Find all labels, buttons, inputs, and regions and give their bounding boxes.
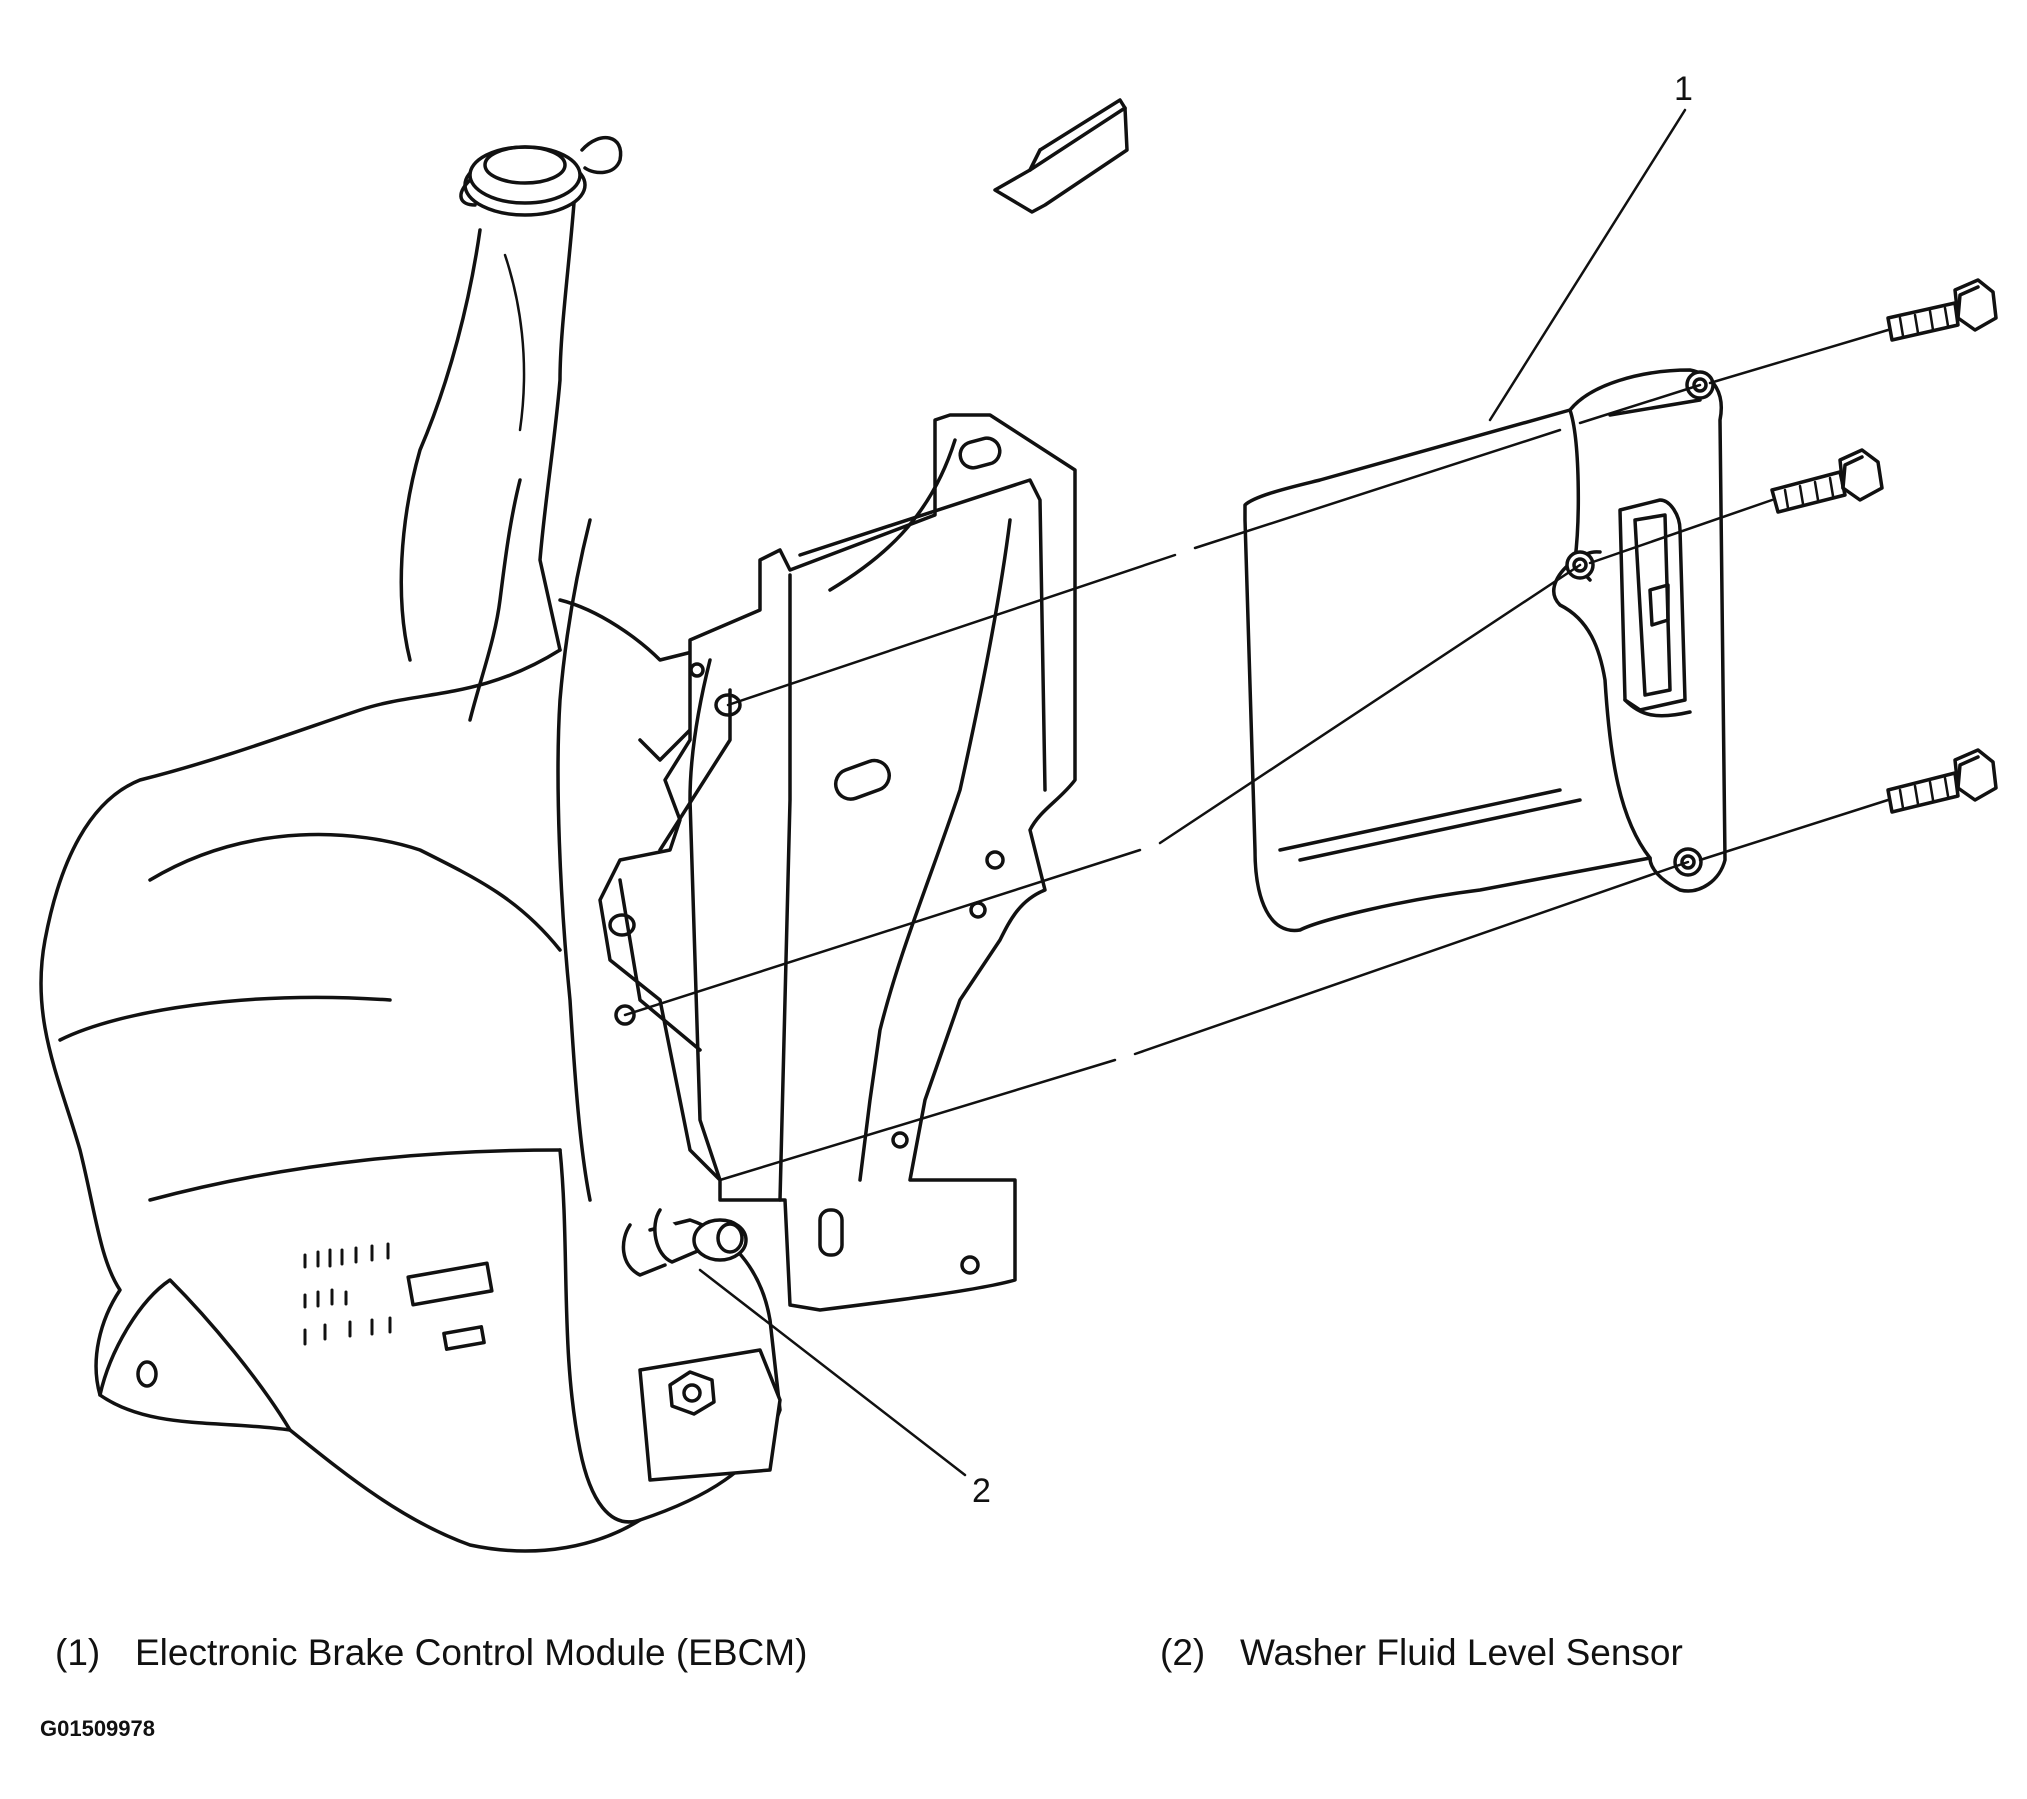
legend-label: Washer Fluid Level Sensor xyxy=(1240,1632,1683,1673)
callout-leader-1 xyxy=(1488,108,1687,422)
legend-number: (2) xyxy=(1160,1632,1206,1673)
ebcm-module xyxy=(1243,368,1727,933)
ebcm-bolt-top xyxy=(1886,278,1998,342)
ebcm-bolt-bottom xyxy=(1886,748,1998,814)
forward-direction-arrow-icon xyxy=(993,98,1129,214)
alignment-lines xyxy=(623,328,1890,1182)
washer-fluid-level-sensor xyxy=(621,1208,748,1277)
legend-item-ebcm: (1) Electronic Brake Control Module (EBCM… xyxy=(55,1632,807,1674)
ebcm-bolt-middle xyxy=(1770,448,1884,514)
legend-number: (1) xyxy=(55,1632,101,1673)
figure-id: G01509978 xyxy=(40,1716,155,1741)
callout-number-1: 1 xyxy=(1674,70,1693,108)
legend-label: Electronic Brake Control Module (EBCM) xyxy=(135,1632,808,1673)
washer-fluid-reservoir xyxy=(39,135,782,1553)
legend-item-washer-sensor: (2) Washer Fluid Level Sensor xyxy=(1160,1632,1683,1674)
ebcm-mounting-bracket xyxy=(598,413,1077,1312)
reservoir-mount-bolt xyxy=(638,1348,782,1482)
callout-number-2: 2 xyxy=(972,1472,991,1510)
filler-cap xyxy=(459,135,623,217)
callout-leader-2 xyxy=(698,1268,967,1477)
